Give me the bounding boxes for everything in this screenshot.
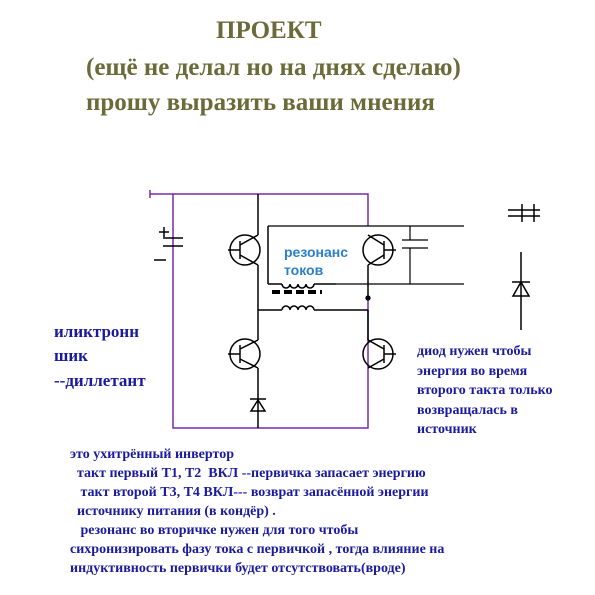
description-line: индуктивность первички будет отсутствова… [70,561,406,576]
signature-line-3: --диллетант [54,371,146,390]
diode-note-line: возвращалась в [417,402,518,418]
right-components [508,204,540,330]
title-line-1: ПРОЕКТ [216,17,322,44]
signature-line-2: шик [54,346,88,365]
title-line-2: (ещё не делал но на днях сделаю) [86,54,461,81]
resonance-label-2: токов [284,262,324,278]
description-line: резонанс во вторичке нужен для того чтоб… [70,523,359,538]
transistor-t2 [228,338,261,428]
transistor-t4 [362,310,396,370]
description-block: это ухитрённый инвертор такт первый Т1, … [70,445,444,578]
diode-bottom [249,398,267,412]
description-line: такт второй Т3, Т4 ВКЛ--- возврат запасё… [70,485,429,500]
description-line: такт первый Т1, Т2 ВКЛ --первичка запаса… [70,466,426,481]
description-line: это ухитрённый инвертор [70,447,234,462]
signature-line-1: иликтронн [54,322,140,341]
title-line-3: прошу выразить ваши мнения [86,89,435,116]
diode-note: диод нужен чтобы энергия во время второг… [417,342,553,440]
secondary-loop [268,225,464,301]
diode-note-line: диод нужен чтобы [417,344,532,359]
supply-capacitor [154,227,183,261]
description-line: источнику питания (в кондёр) . [70,504,276,519]
transformer [258,226,368,311]
diode-note-line: источник [417,422,477,437]
transistor-t3 [362,234,396,300]
diode-note-line: второго такта только [417,383,553,398]
resonance-label-1: резонанс [284,244,348,260]
transistor-t1 [228,194,261,340]
description-line: сихронизировать фазу тока с первичкой , … [70,542,445,557]
diode-note-line: энергия во время [417,363,528,379]
